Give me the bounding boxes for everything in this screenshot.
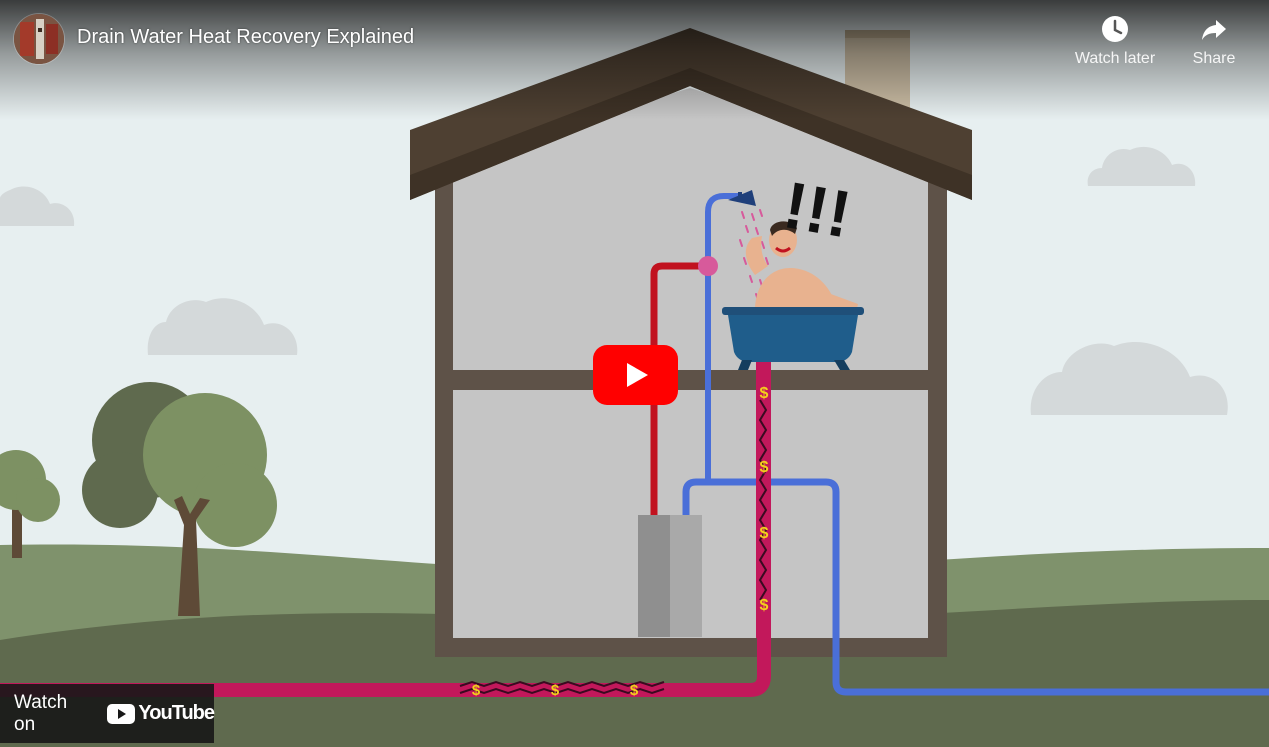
youtube-play-icon bbox=[107, 703, 136, 724]
clock-icon bbox=[1102, 16, 1128, 42]
ground bbox=[0, 600, 1269, 747]
chimney-cap bbox=[845, 30, 910, 38]
play-button[interactable] bbox=[593, 345, 678, 405]
water-heater-side bbox=[670, 515, 702, 637]
cloud-icon bbox=[0, 186, 75, 226]
tree-icon bbox=[0, 450, 60, 558]
watch-on-label: Watch on bbox=[14, 691, 68, 735]
channel-avatar[interactable] bbox=[14, 14, 64, 64]
youtube-logo: YouTube bbox=[107, 702, 215, 725]
cloud-icon bbox=[1087, 146, 1196, 186]
cloud-icon bbox=[147, 298, 298, 355]
youtube-logo-text: YouTube bbox=[138, 702, 215, 724]
shower-head-icon bbox=[728, 190, 756, 206]
floor-divider bbox=[435, 370, 947, 390]
bathtub bbox=[722, 307, 864, 370]
dollar-sign: $ bbox=[472, 682, 481, 699]
share-label: Share bbox=[1192, 50, 1236, 67]
avatar-image-icon bbox=[14, 14, 64, 64]
drain-heat-squiggle bbox=[758, 399, 768, 601]
hot-water-pipe bbox=[650, 262, 708, 515]
watch-later-button[interactable]: Watch later bbox=[1065, 14, 1165, 68]
tree-icon bbox=[82, 382, 277, 616]
share-arrow-icon bbox=[1202, 20, 1226, 40]
dollar-sign: $ bbox=[760, 385, 769, 402]
cold-water-pipe-shower bbox=[705, 193, 740, 480]
drain-heat-squiggle bbox=[459, 680, 665, 695]
drain-pipe-vertical bbox=[756, 360, 771, 638]
dollar-sign: $ bbox=[760, 459, 769, 476]
play-icon bbox=[593, 345, 678, 405]
dollar-sign: $ bbox=[551, 682, 560, 699]
dollar-sign: $ bbox=[760, 597, 769, 614]
exclamation-marks: !!! bbox=[778, 167, 856, 251]
watch-on-youtube-button[interactable]: Watch on YouTube bbox=[0, 684, 215, 743]
cold-water-pipe-loop bbox=[682, 478, 1269, 696]
roof-shade bbox=[410, 68, 972, 200]
person-showering bbox=[745, 221, 858, 312]
dollar-sign: $ bbox=[760, 525, 769, 542]
pipe-junction bbox=[698, 256, 718, 276]
drain-pipe-main bbox=[0, 638, 771, 697]
watch-later-label: Watch later bbox=[1074, 50, 1156, 67]
video-title[interactable]: Drain Water Heat Recovery Explained bbox=[77, 26, 415, 48]
cloud-icon bbox=[1030, 341, 1228, 415]
share-button[interactable]: Share bbox=[1164, 14, 1264, 68]
dollar-sign: $ bbox=[630, 682, 639, 699]
